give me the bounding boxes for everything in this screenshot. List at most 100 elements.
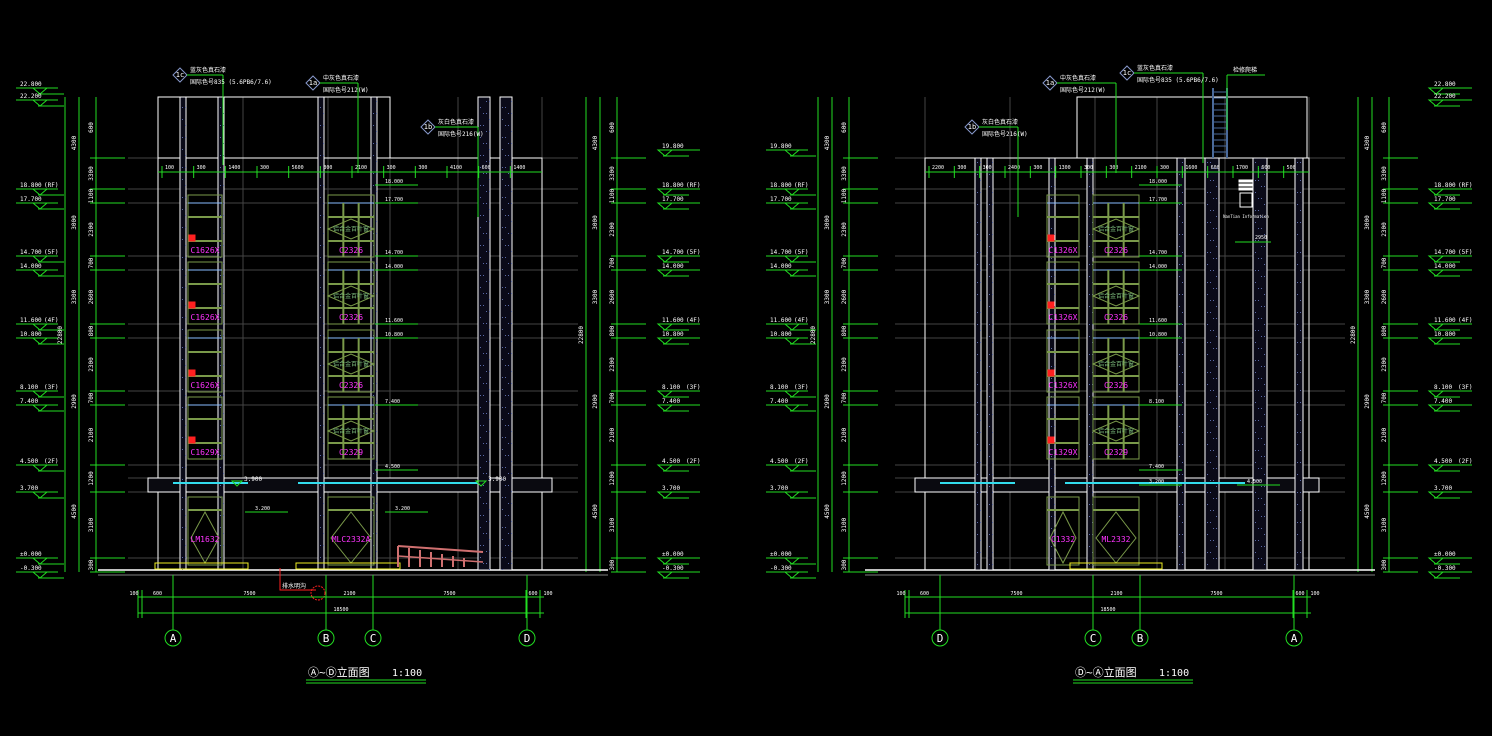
level-value: 10.800 (662, 331, 684, 338)
floor-label: (4F) (686, 317, 700, 324)
stone-texture (1258, 378, 1259, 379)
stone-texture (323, 323, 324, 324)
stone-texture (980, 450, 981, 451)
floor-dimension: 3000 (1364, 215, 1371, 230)
stone-texture (1210, 492, 1211, 493)
stone-texture (489, 281, 490, 282)
stone-texture (1264, 516, 1265, 517)
stone-texture (182, 299, 183, 300)
stone-texture (182, 287, 183, 288)
level-triangle-icon (656, 571, 674, 579)
stone-texture (980, 540, 981, 541)
stone-texture (989, 276, 990, 277)
level-mark: 8.100(3F) (16, 384, 64, 398)
stone-texture (1089, 384, 1090, 385)
level-triangle-icon (31, 269, 49, 277)
stone-texture (1207, 384, 1208, 385)
stone-texture (1089, 264, 1090, 265)
level-triangle-icon (1427, 491, 1445, 499)
stone-texture (489, 221, 490, 222)
stone-texture (1213, 168, 1214, 169)
vertical-dimension: 700 (841, 392, 848, 403)
stone-texture (323, 335, 324, 336)
stone-texture (505, 125, 506, 126)
stone-texture (220, 227, 221, 228)
stone-texture (1051, 198, 1052, 199)
stone-texture (182, 167, 183, 168)
stone-texture (511, 563, 512, 564)
vertical-dimension: 2300 (88, 357, 95, 372)
stone-texture (220, 335, 221, 336)
floor-label: (2F) (44, 458, 58, 465)
stone-texture (376, 461, 377, 462)
stone-texture (1216, 408, 1217, 409)
stone-texture (505, 197, 506, 198)
floor-dimension: 3000 (592, 215, 599, 230)
window-tag: C2329 (1104, 448, 1128, 457)
sub-level-value: 4.500 (1247, 479, 1262, 485)
stone-texture (486, 491, 487, 492)
stone-texture (1261, 318, 1262, 319)
stone-texture (508, 515, 509, 516)
stone-pilaster (217, 96, 225, 571)
window-tag: C1326X (1049, 313, 1078, 322)
stone-texture (182, 197, 183, 198)
stone-texture (320, 395, 321, 396)
stone-texture (1179, 414, 1180, 415)
stone-texture (1300, 390, 1301, 391)
stone-texture (1264, 486, 1265, 487)
stone-texture (977, 534, 978, 535)
stone-texture (511, 251, 512, 252)
stone-texture (483, 155, 484, 156)
stone-texture (1054, 474, 1055, 475)
stone-texture (1297, 474, 1298, 475)
level-mark: -0.300 (656, 565, 700, 579)
level-triangle-icon (31, 255, 49, 263)
stone-texture (1261, 558, 1262, 559)
level-value: 17.700 (662, 196, 684, 203)
stone-texture (989, 324, 990, 325)
stone-texture (1300, 222, 1301, 223)
level-value: 11.600 (770, 317, 792, 324)
stone-texture (220, 395, 221, 396)
material-name: 蓝灰色真石漆 (1137, 64, 1173, 72)
top-dimension: 300 (957, 165, 966, 171)
stone-texture (320, 557, 321, 558)
stone-texture (486, 113, 487, 114)
louver-note: 铝合金百叶窗 (333, 427, 369, 435)
stone-texture (480, 557, 481, 558)
stone-texture (1300, 510, 1301, 511)
stone-texture (376, 101, 377, 102)
bottom-dimension: 7500 (1010, 591, 1022, 597)
stone-texture (1051, 558, 1052, 559)
level-mark: 11.600(4F) (1427, 317, 1472, 331)
stone-texture (182, 497, 183, 498)
stone-texture (505, 437, 506, 438)
stone-texture (989, 174, 990, 175)
stone-texture (502, 149, 503, 150)
stone-texture (1054, 276, 1055, 277)
stone-texture (483, 443, 484, 444)
stone-texture (220, 455, 221, 456)
level-triangle-icon (656, 149, 674, 157)
stone-texture (1179, 456, 1180, 457)
level-value: 10.800 (1434, 331, 1456, 338)
stone-texture (185, 425, 186, 426)
stone-texture (992, 324, 993, 325)
stone-texture (483, 113, 484, 114)
stone-texture (1210, 552, 1211, 553)
level-value: 10.800 (20, 331, 42, 338)
stone-texture (483, 515, 484, 516)
floor-dimension: 3300 (592, 289, 599, 304)
stone-texture (480, 437, 481, 438)
sub-level-value: 7.400 (385, 399, 400, 405)
stone-texture (320, 305, 321, 306)
top-dimension: 1400 (228, 165, 240, 171)
vent-marker-icon (1047, 234, 1055, 242)
floor-label: (5F) (686, 249, 700, 256)
vertical-dimension: 300 (1381, 559, 1388, 570)
stone-texture (1255, 252, 1256, 253)
stone-texture (1210, 240, 1211, 241)
stone-texture (480, 155, 481, 156)
